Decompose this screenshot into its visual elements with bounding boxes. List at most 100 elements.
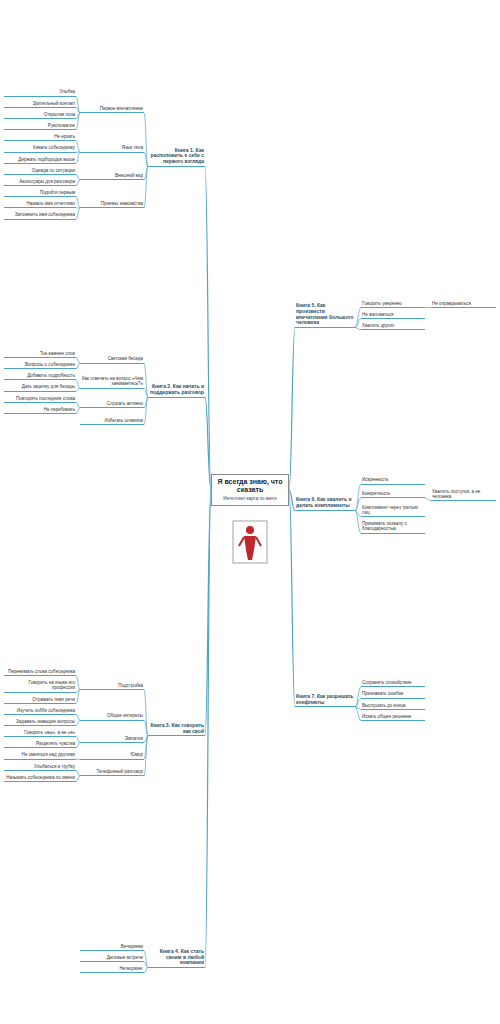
topic-text: Комплимент через третьих лиц — [362, 505, 424, 515]
subtopic: Слушать активно — [80, 400, 144, 408]
subtopic: Светская беседа — [80, 355, 144, 363]
topic-text: Первое впечатление — [81, 106, 143, 111]
subtopic: Не ерзать — [4, 133, 76, 141]
topic-text: Говорить на языке его профессии — [5, 680, 75, 690]
topic-text: Изучить хобби собеседника — [5, 708, 75, 713]
branch-connector — [76, 408, 80, 414]
topic-text: Не ерзать — [5, 134, 75, 139]
topic-text: Принимать похвалу с благодарностью — [362, 521, 424, 531]
topic-text: Говорить уверенно — [362, 301, 424, 306]
branch-connector — [76, 388, 80, 391]
topic-text: Внешний вид — [81, 173, 143, 178]
subtopic: Приемы знакомства — [80, 200, 144, 208]
topic-text: Открытая поза — [5, 112, 75, 117]
topic-text: Улыбаться в трубку — [5, 764, 75, 769]
topic-text: Отражать темп речи — [5, 697, 75, 702]
subtopic: Вечеринки — [80, 943, 144, 951]
topic-text: Выслушать до конца — [362, 703, 424, 708]
topic-text: Улыбка — [5, 89, 75, 94]
branch-connector — [76, 180, 80, 186]
subtopic: Хвалить других — [361, 322, 425, 330]
subtopic: Добавить подробность — [4, 372, 76, 380]
topic-text: Светская беседа — [81, 356, 143, 361]
topic-text: Книга 6. Как хвалить и делать комплимент… — [296, 497, 354, 509]
topic-text: Назвать имя отчетливо — [5, 201, 75, 206]
topic-text: Я всегда знаю, что сказать — [215, 478, 285, 494]
branch-connector — [76, 742, 80, 748]
subtopic: Как отвечать на вопрос «Чем занимаетесь?… — [80, 375, 144, 388]
topic-text: Эмпатия — [81, 736, 143, 741]
topic-text: Книга 2. Как начать и поддержать разгово… — [149, 384, 204, 396]
branch-connector — [76, 690, 80, 704]
branch-connector — [76, 208, 80, 219]
topic-text: Искренность — [362, 477, 424, 482]
topic-text: Вопросы о собеседнике — [5, 362, 75, 367]
topic-text: Вечеринки — [81, 944, 143, 949]
subtopic: Улыбка — [4, 88, 76, 96]
subtopic: Перенимать слова собеседника — [4, 668, 76, 676]
topic-text: Рукопожатие — [5, 123, 75, 128]
subtopic: Задавать знающие вопросы — [4, 718, 76, 726]
subtopic: Признавать ошибки — [361, 690, 425, 698]
topic-text: Дать зацепку для беседы — [5, 384, 75, 389]
subtopic: Не оправдываться — [431, 300, 496, 308]
topic-text: Хвалить поступок, а не человека — [432, 489, 495, 499]
topic-text: Добавить подробность — [5, 373, 75, 378]
topic-text: Подстройка — [81, 683, 143, 688]
topic-text: Аксессуары для разговора — [5, 179, 75, 184]
subtopic: Разделять чувства — [4, 740, 76, 748]
subtopic: Улыбаться в трубку — [4, 763, 76, 771]
branch-connector — [144, 397, 148, 425]
branch-connector — [289, 490, 295, 707]
subtopic: Называть собеседника по имени — [4, 774, 76, 782]
subtopic: Одежда по ситуации — [4, 167, 76, 175]
topic-text: Телефонный разговор — [81, 769, 143, 774]
topic-text: Не перебивать — [5, 407, 75, 412]
topic-text: Подойти первым — [5, 190, 75, 195]
subtopic: Назвать имя отчетливо — [4, 200, 76, 208]
cover-figure — [232, 520, 268, 564]
subtopic: Держать подбородок выше — [4, 156, 76, 164]
topic-text: Не смеяться над другими — [5, 752, 75, 757]
subtopic: Отражать темп речи — [4, 696, 76, 704]
topic-text: Интеллект-карта по книге — [215, 496, 285, 501]
topic-text: Одежда по ситуации — [5, 168, 75, 173]
subtopic: Запомнить имя собеседника — [4, 211, 76, 219]
topic-text: Перенимать слова собеседника — [5, 669, 75, 674]
topic-text: Книга 5. Как произвести впечатление боль… — [296, 303, 354, 326]
topic-text: Держать подбородок выше — [5, 157, 75, 162]
branch-connector — [144, 736, 148, 776]
branch-topic: Книга 2. Как начать и поддержать разгово… — [148, 383, 205, 398]
subtopic: Юмор — [80, 751, 144, 759]
subtopic: Конкретность — [361, 490, 425, 498]
topic-text: Не жаловаться — [362, 312, 424, 317]
topic-text: Признавать ошибки — [362, 691, 424, 696]
subtopic: Дать зацепку для беседы — [4, 383, 76, 391]
topic-text: Книга 4. Как стать своим в любой компани… — [149, 949, 204, 966]
subtopic: Не перебивать — [4, 406, 76, 414]
subtopic: Подойти первым — [4, 189, 76, 197]
branch-topic: Книга 1. Как расположить к себе с первог… — [148, 147, 205, 167]
branch-topic: Книга 3. Как говорить как свой — [148, 722, 205, 737]
topic-text: Деловые встречи — [81, 955, 143, 960]
branch-topic: Книга 7. Как разрешать конфликты — [295, 693, 355, 708]
branch-topic: Книга 5. Как произвести впечатление боль… — [295, 302, 355, 328]
topic-text: Книга 7. Как разрешать конфликты — [296, 694, 354, 706]
topic-text: Как отвечать на вопрос «Чем занимаетесь?… — [81, 376, 143, 386]
topic-text: Искать общее решение — [362, 714, 424, 719]
subtopic: Выслушать до конца — [361, 702, 425, 710]
subtopic: Общие интересы — [80, 712, 144, 720]
topic-text: Юмор — [81, 752, 143, 757]
topic-text: Задавать знающие вопросы — [5, 719, 75, 724]
branch-connector — [76, 776, 80, 782]
subtopic: Принимать похвалу с благодарностью — [361, 520, 425, 533]
subtopic: Внешний вид — [80, 172, 144, 180]
topic-text: Разделять чувства — [5, 741, 75, 746]
subtopic: Зрительный контакт — [4, 100, 76, 108]
branch-connector — [76, 113, 80, 130]
topic-text: Запомнить имя собеседника — [5, 212, 75, 217]
topic-text: Нетворкинг — [81, 966, 143, 971]
subtopic: Хвалить поступок, а не человека — [431, 488, 496, 501]
